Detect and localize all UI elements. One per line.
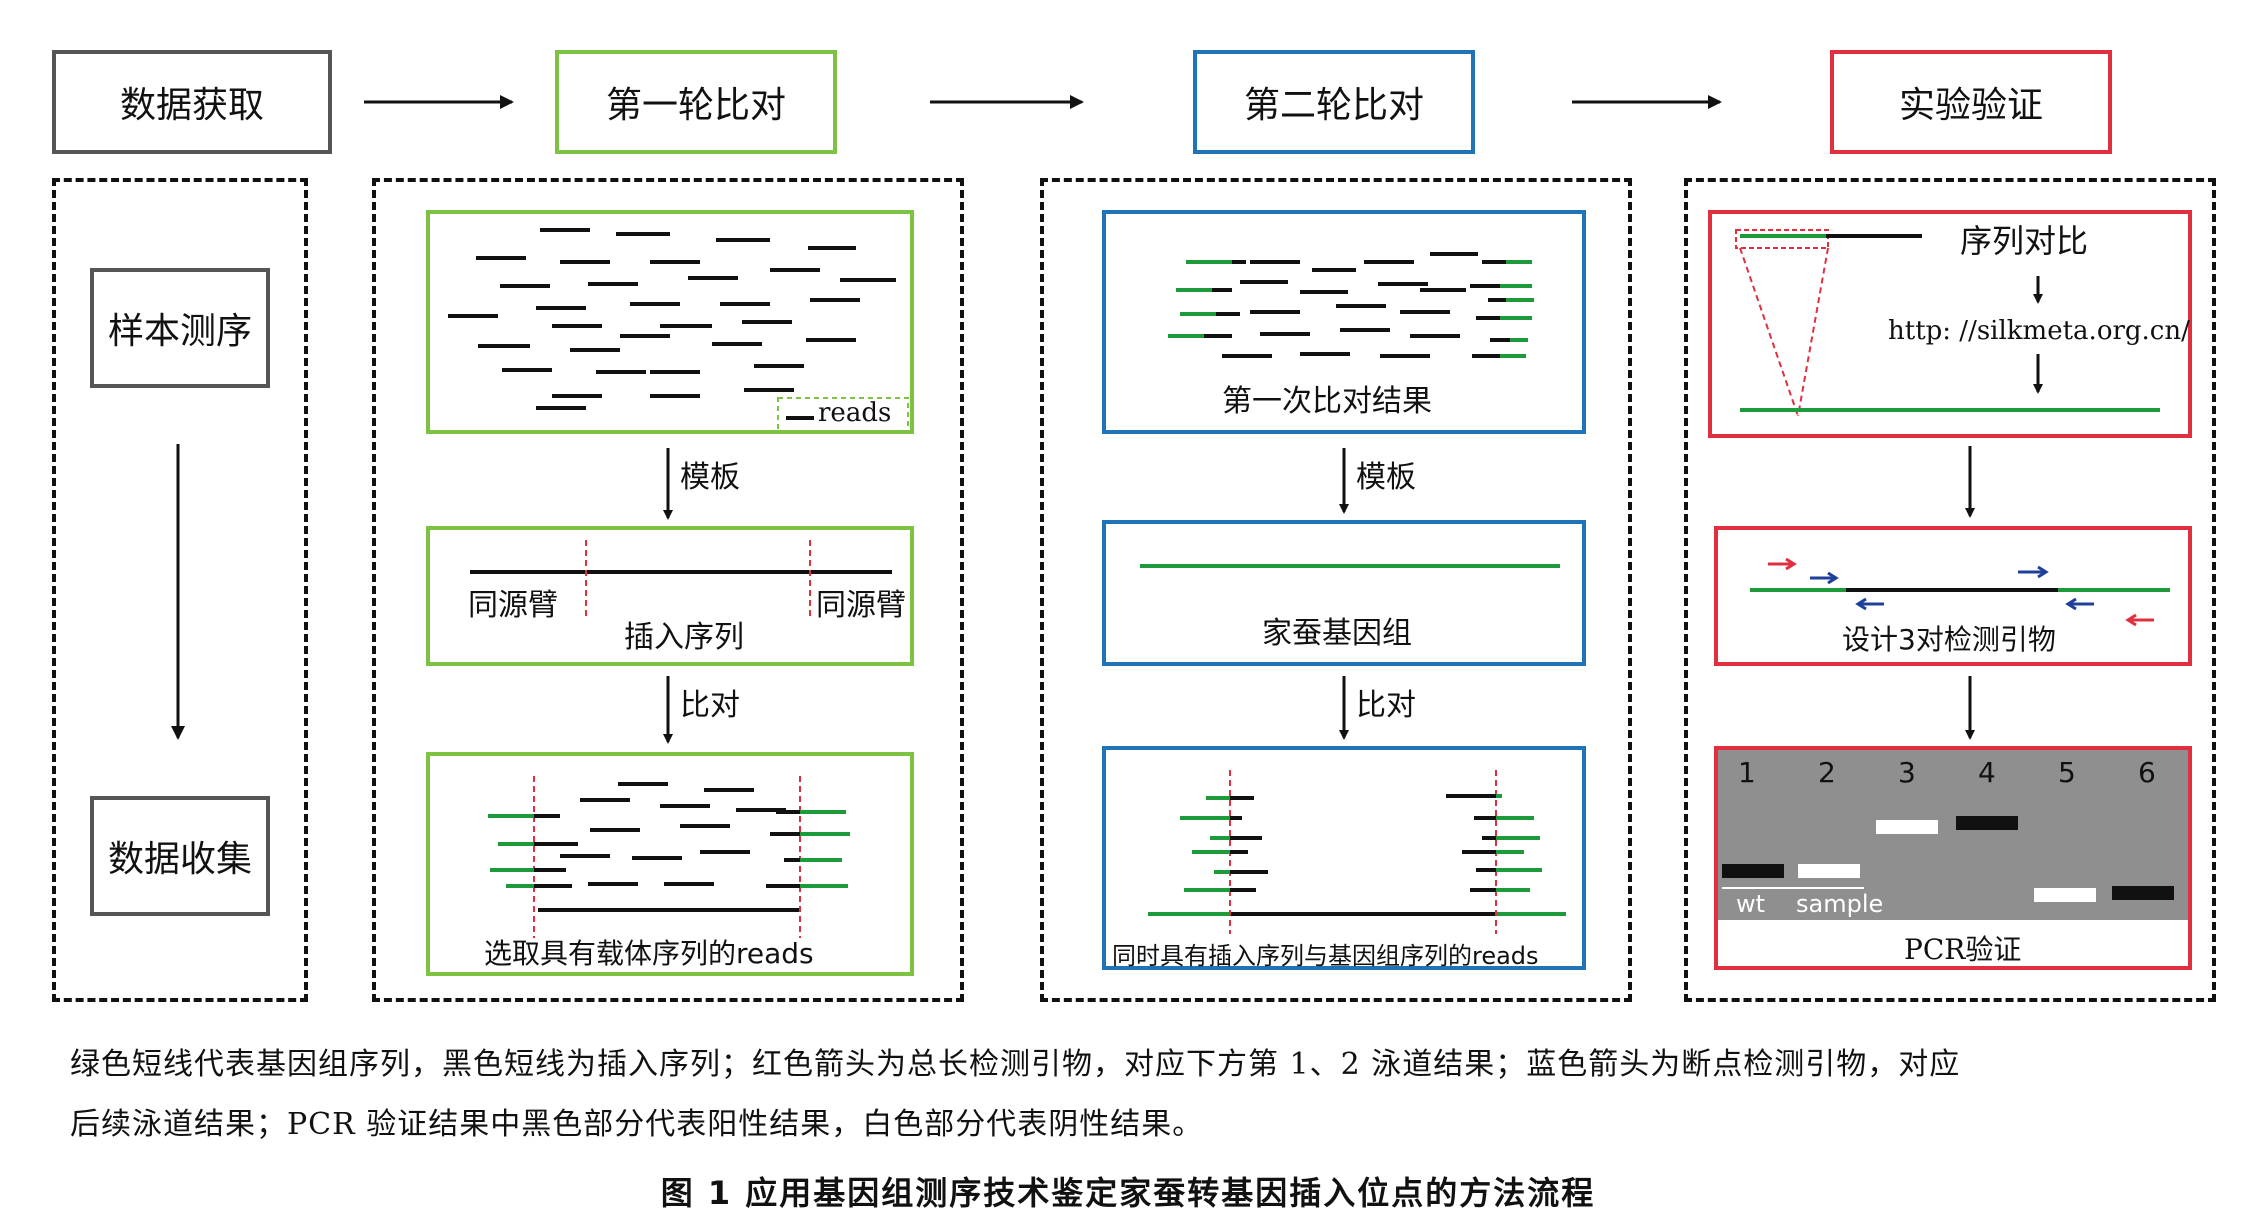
alignment-drawing — [1735, 229, 2160, 417]
gel-lane-2: 2 — [1818, 756, 1836, 789]
reads-box — [426, 210, 914, 434]
gel-image — [1718, 750, 2188, 920]
gel-lane-5: 5 — [2058, 756, 2076, 789]
alignment-box — [1708, 210, 2192, 438]
column-data-acquisition — [52, 178, 308, 1002]
stage-title: 第一轮比对 — [605, 85, 786, 126]
homology-right-label: 同源臂 — [816, 588, 906, 623]
gel-lane-6: 6 — [2138, 756, 2156, 789]
primer-drawing — [1750, 557, 2170, 627]
collection-box: 数据收集 — [90, 796, 270, 916]
genome-box — [1102, 520, 1586, 666]
step-template-label-2: 模板 — [1356, 460, 1416, 495]
mapped-reads-label: 同时具有插入序列与基因组序列的reads — [1112, 942, 1539, 970]
reads-cluster — [448, 228, 896, 410]
collection-label: 数据收集 — [107, 839, 252, 880]
gel-sample-label: sample — [1796, 890, 1884, 918]
stage-experimental-validation: 实验验证 — [1830, 50, 2112, 154]
stage-title: 实验验证 — [1898, 85, 2043, 126]
caption-line-2: 后续泳道结果；PCR 验证结果中黑色部分代表阳性结果，白色部分代表阴性结果。 — [70, 1107, 1204, 1142]
sequencing-label: 样本测序 — [107, 311, 252, 352]
column-first-alignment — [372, 178, 964, 1002]
column-second-alignment — [1040, 178, 1632, 1002]
reads-legend-label: reads — [818, 398, 892, 428]
selected-reads-box — [426, 752, 914, 976]
caption-line-1: 绿色短线代表基因组序列，黑色短线为插入序列；红色箭头为总长检测引物，对应下方第 … — [70, 1047, 1961, 1082]
stage-second-alignment: 第二轮比对 — [1193, 50, 1475, 154]
homology-left-label: 同源臂 — [468, 588, 558, 623]
first-result-box — [1102, 210, 1586, 434]
figure-title: 图 1 应用基因组测序技术鉴定家蚕转基因插入位点的方法流程 — [660, 1174, 1596, 1212]
primers-label: 设计3对检测引物 — [1842, 623, 2056, 656]
selected-reads-label: 选取具有载体序列的reads — [484, 937, 814, 970]
stage-first-alignment: 第一轮比对 — [555, 50, 837, 154]
first-result-reads — [1168, 252, 1534, 358]
url-label: http: //silkmeta.org.cn/ — [1888, 316, 2190, 346]
stage-data-acquisition: 数据获取 — [52, 50, 332, 154]
stage-title: 第二轮比对 — [1243, 85, 1424, 126]
gel-lane-1: 1 — [1738, 756, 1756, 789]
pcr-label: PCR验证 — [1904, 933, 2022, 966]
mapped-reads-box — [1102, 746, 1586, 970]
sequencing-box: 样本测序 — [90, 268, 270, 388]
primer-box — [1714, 526, 2192, 666]
mapped-reads-cluster — [1148, 770, 1566, 934]
genome-label: 家蚕基因组 — [1262, 616, 1412, 651]
stage-title: 数据获取 — [119, 85, 264, 126]
gel-lane-3: 3 — [1898, 756, 1916, 789]
column-validation — [1684, 178, 2216, 1002]
step-template-label: 模板 — [680, 460, 740, 495]
first-result-label: 第一次比对结果 — [1222, 384, 1432, 419]
gel-lane-4: 4 — [1978, 756, 1996, 789]
selected-reads-cluster — [488, 776, 850, 938]
reads-legend-frame — [777, 397, 909, 433]
insert-label: 插入序列 — [624, 620, 744, 655]
template-box — [426, 526, 914, 666]
step-align-label: 比对 — [680, 688, 740, 723]
gel-wt-label: wt — [1736, 890, 1766, 918]
gel-box — [1714, 746, 2192, 970]
alignment-label: 序列对比 — [1960, 222, 2089, 260]
step-align-label-2: 比对 — [1356, 688, 1416, 723]
